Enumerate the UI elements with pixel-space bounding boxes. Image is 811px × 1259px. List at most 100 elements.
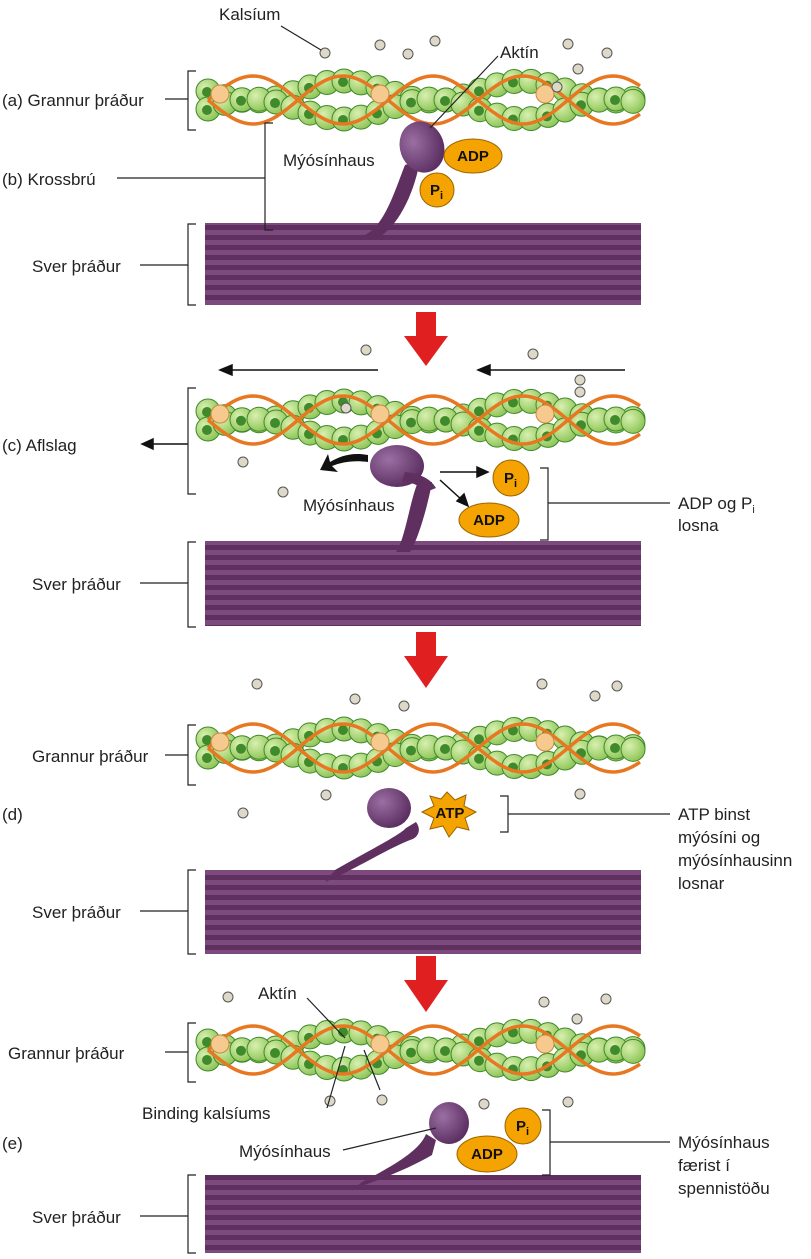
adp-label-e: ADP [471, 1146, 503, 1163]
actin-binding-site [236, 415, 246, 426]
myosin-neck-a [365, 160, 420, 238]
actin-binding-site [202, 1037, 212, 1047]
cocking-label-1: Mýósínhaus [678, 1133, 770, 1152]
calcium-dots-a [319, 35, 613, 93]
actin-binding-site [236, 95, 246, 106]
actin-binding-site [338, 725, 348, 736]
myosin-neck-e [355, 1134, 436, 1188]
kalsium-label: Kalsíum [219, 5, 280, 24]
grannur-label-d: Grannur þráður [32, 747, 149, 766]
actin-binding-site [474, 1036, 484, 1047]
actin-binding-site [474, 406, 484, 417]
myosin-head-d [367, 788, 411, 828]
sver-label-a: Sver þráður [32, 257, 121, 276]
actin-binding-site [202, 105, 212, 115]
pi-molecule-a: Pi [419, 172, 455, 208]
pi-label-a: Pi [430, 182, 443, 202]
troponin-complex [535, 732, 555, 752]
actin-binding-site [610, 95, 620, 106]
actin-binding-site [236, 743, 246, 754]
actin-binding-site [202, 425, 212, 435]
troponin-complex [210, 1034, 230, 1054]
pi-label-c: Pi [504, 470, 517, 490]
actin-binding-site [474, 1055, 484, 1066]
red-arrows [404, 312, 448, 1012]
myosin-neck-d [325, 822, 419, 882]
atp-binds-label-1: ATP binst [678, 805, 750, 824]
calcium-dots-d [237, 678, 623, 819]
power-stroke-arrow [320, 453, 368, 472]
sver-label-d: Sver þráður [32, 903, 121, 922]
tropomyosin-strand [206, 1024, 641, 1076]
adp-molecule-a: ADP [443, 138, 503, 174]
adp-molecule-e: ADP [456, 1135, 518, 1173]
actin-bead [620, 736, 646, 762]
actin-binding-site [270, 746, 280, 757]
thick-filament-a [205, 223, 641, 305]
leaders-d [140, 724, 670, 955]
cocking-label-2: færist í [678, 1156, 730, 1175]
actin-binding-site [270, 98, 280, 109]
myosin-head-label-c: Mýósínhaus [303, 496, 395, 515]
troponin-complex [370, 732, 390, 752]
actin-binding-site [440, 1046, 450, 1057]
actin-binding-site [474, 753, 484, 764]
krossbru-label: (b) Krossbrú [2, 170, 96, 189]
d-label: (d) [2, 805, 23, 824]
tropomyosin-strand [206, 722, 641, 774]
sver-label-c: Sver þráður [32, 575, 121, 594]
thin-filament-d [195, 716, 646, 780]
troponin-complex [370, 1034, 390, 1054]
adp-release-label-2: losna [678, 516, 719, 535]
actin-binding-site [610, 1045, 620, 1056]
adp-molecule-c: ADP [458, 502, 520, 538]
aktin-label-e: Aktín [258, 984, 297, 1003]
actin-bead [620, 1038, 646, 1064]
actin-binding-site [202, 1055, 212, 1065]
thin-filament-c [195, 388, 646, 452]
adp-label-c: ADP [473, 512, 505, 529]
binding-kalsiums-label: Binding kalsíums [142, 1104, 271, 1123]
troponin-complex [370, 404, 390, 424]
myosin-head-label-e: Mýósínhaus [239, 1142, 331, 1161]
red-arrow-1 [404, 312, 448, 366]
atp-label-d: ATP [436, 805, 465, 822]
troponin-complex [370, 84, 390, 104]
actin-binding-site [406, 745, 416, 756]
actin-binding-site [338, 77, 348, 88]
adp-label-a: ADP [457, 148, 489, 165]
thick-filament-d [205, 870, 641, 954]
red-arrow-2 [404, 632, 448, 688]
myosin-head-a [399, 121, 445, 173]
actin-binding-site [440, 744, 450, 755]
panel-a-b: ADP Pi Kalsíum Aktín (a) Grannur þráður … [2, 5, 646, 306]
atp-binds-label-4: losnar [678, 874, 725, 893]
panel-c: Pi ADP (c) Aflslag Mýósínhaus ADP og Pi … [2, 344, 755, 628]
atp-binds-label-3: mýósínhausinn [678, 851, 792, 870]
troponin-complex [210, 84, 230, 104]
troponin-complex [535, 404, 555, 424]
pi-label-e: Pi [516, 1118, 529, 1138]
actin-binding-site [610, 415, 620, 426]
actin-bead [620, 408, 646, 434]
actin-binding-site [338, 1027, 348, 1038]
actin-binding-site [474, 105, 484, 116]
actin-binding-site [202, 735, 212, 745]
thin-filament-a [195, 68, 646, 132]
actin-binding-site [406, 417, 416, 428]
actin-bead [620, 88, 646, 114]
release-arrows-c [439, 465, 490, 508]
calcium-dots-c [237, 344, 586, 498]
leaders-a [117, 25, 499, 306]
actin-binding-site [474, 734, 484, 745]
actin-binding-site [440, 96, 450, 107]
atp-molecule-d [420, 791, 478, 838]
actin-binding-site [406, 97, 416, 108]
panel-d: ATP Grannur þráður (d) ATP binst mýósíni… [2, 678, 792, 955]
myosin-head-e [429, 1102, 469, 1144]
pi-molecule-e: Pi [504, 1107, 542, 1145]
sliding-arrows-c [140, 363, 625, 451]
calcium-dots-e [222, 991, 612, 1110]
myosin-neck-joint-c [402, 472, 436, 492]
